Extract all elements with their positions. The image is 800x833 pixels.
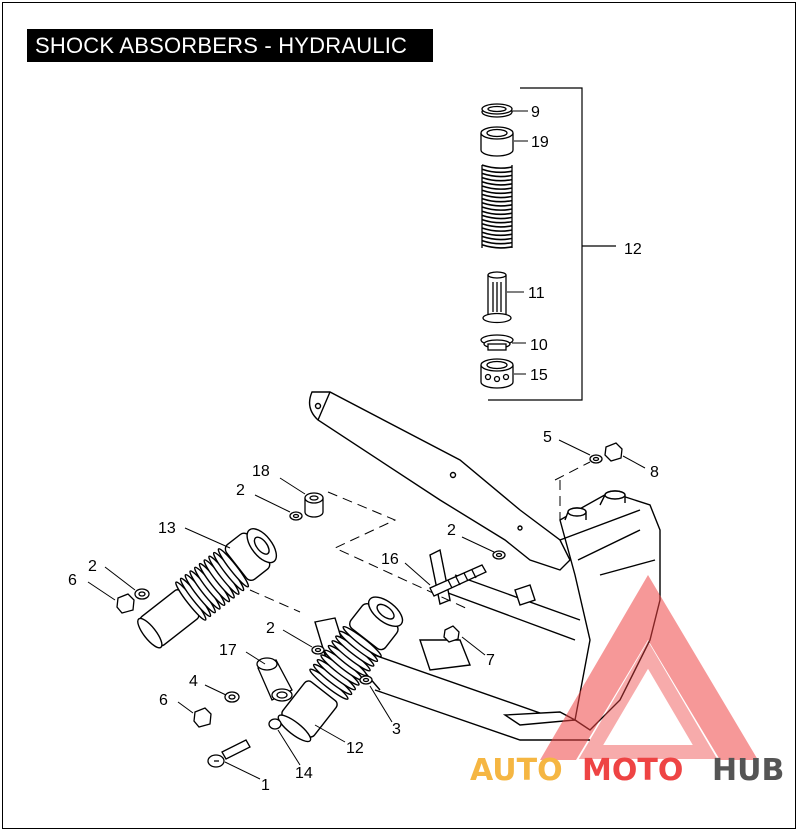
left-shock-absorber bbox=[137, 528, 278, 649]
watermark-triangle-icon bbox=[540, 575, 758, 760]
callout-12-shock: 12 bbox=[346, 740, 364, 757]
hardware-parts bbox=[116, 442, 623, 768]
callout-5: 5 bbox=[543, 429, 552, 446]
callout-3: 3 bbox=[392, 721, 401, 738]
right-shock-absorber bbox=[277, 596, 404, 743]
callout-2-left: 2 bbox=[88, 558, 97, 575]
swingarm-frame bbox=[308, 391, 661, 741]
watermark-hub: HUB bbox=[712, 753, 784, 788]
callout-2-upper: 2 bbox=[236, 482, 245, 499]
callout-2-lower: 2 bbox=[266, 620, 275, 637]
watermark-moto: MOTO bbox=[582, 753, 683, 788]
callout-1: 1 bbox=[261, 777, 270, 794]
callout-14: 14 bbox=[295, 765, 313, 782]
callout-9: 9 bbox=[531, 104, 540, 121]
leader-lines-lower bbox=[87, 245, 646, 780]
assembly-bracket-line bbox=[488, 87, 583, 401]
callout-labels: 9 19 12 11 10 15 5 8 18 2 13 2 16 2 6 2 … bbox=[68, 104, 659, 794]
callout-11: 11 bbox=[528, 285, 545, 302]
callout-19: 19 bbox=[531, 134, 549, 151]
callout-2-center: 2 bbox=[447, 522, 456, 539]
callout-13: 13 bbox=[158, 520, 176, 537]
callout-12-assembly: 12 bbox=[624, 241, 642, 258]
callout-10: 10 bbox=[530, 337, 548, 354]
watermark-logo: AUTO MOTO HUB bbox=[470, 575, 784, 788]
callout-6-upper: 6 bbox=[68, 572, 77, 589]
callout-6-lower: 6 bbox=[159, 692, 168, 709]
spring-cap-part bbox=[480, 126, 514, 157]
callout-8: 8 bbox=[650, 464, 659, 481]
spring-assembly bbox=[480, 87, 616, 401]
callout-15: 15 bbox=[530, 367, 548, 384]
callout-7: 7 bbox=[486, 652, 495, 669]
adjuster-cam-part bbox=[480, 334, 514, 351]
spring-seat-part bbox=[480, 358, 514, 389]
leader-lines-top bbox=[507, 110, 528, 375]
callout-4: 4 bbox=[189, 673, 198, 690]
watermark-auto: AUTO bbox=[470, 753, 563, 788]
alignment-dashes bbox=[249, 461, 591, 613]
coil-spring-part bbox=[481, 164, 513, 249]
diagram-title: SHOCK ABSORBERS - HYDRAULIC bbox=[27, 29, 433, 62]
callout-18: 18 bbox=[252, 463, 270, 480]
callout-16: 16 bbox=[381, 551, 399, 568]
retaining-ring-part bbox=[481, 103, 513, 118]
spring-guide-part bbox=[482, 271, 512, 324]
callout-17: 17 bbox=[219, 642, 237, 659]
